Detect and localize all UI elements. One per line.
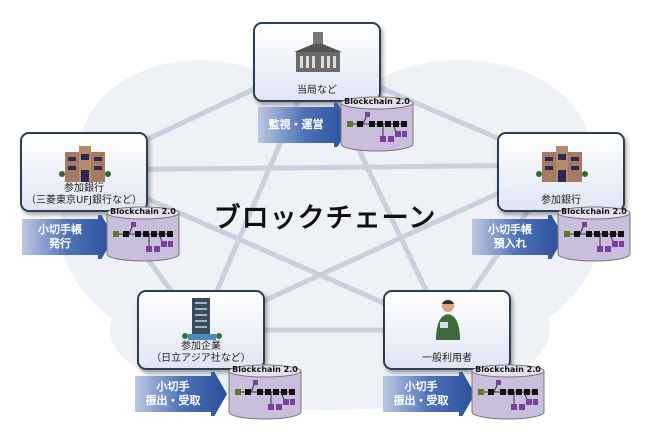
blockchain-label: Blockchain 2.0 (232, 365, 298, 374)
action-label-line: 振出・受取 (145, 394, 201, 407)
node-label: 一般利用者 (385, 353, 509, 365)
node-bank-right: 参加銀行 (497, 132, 625, 212)
action-label: 小切手振出・受取 (135, 372, 211, 416)
blockchain-icon (478, 380, 538, 410)
blockchain-icon (564, 222, 624, 252)
action-label: 小切手帳発行 (22, 215, 98, 259)
arrow-shape (135, 372, 227, 416)
action-label-line: 発行 (49, 237, 71, 250)
blockchain-ledger: Blockchain 2.0 (471, 364, 545, 420)
person-icon (436, 299, 460, 340)
blockchain-ledger: Blockchain 2.0 (106, 206, 180, 262)
arrow-shape (22, 215, 114, 259)
action-arrow: 小切手振出・受取 (135, 372, 227, 416)
node-label: 参加企業（日立アジア社など） (139, 341, 263, 365)
arrow-shape (258, 103, 350, 147)
diagram-title: ブロックチェーン (213, 203, 437, 234)
blockchain-icon (113, 222, 173, 252)
node-label: 参加銀行（三菱東京UFJ銀行など） (22, 183, 146, 207)
node-label-line: 一般利用者 (422, 353, 472, 364)
node-label-line: （日立アジア社など） (151, 353, 251, 364)
node-user: 一般利用者 (383, 290, 511, 370)
blockchain-label: Blockchain 2.0 (344, 97, 410, 106)
blockchain-ledger: Blockchain 2.0 (557, 206, 631, 262)
blockchain-icon (235, 380, 295, 410)
blockchain-ledger: Blockchain 2.0 (228, 364, 302, 420)
action-arrow: 監視・運営 (258, 103, 350, 147)
action-label: 小切手帳預入れ (472, 215, 548, 259)
bank-building-icon (59, 146, 111, 182)
action-label-line: 小切手帳 (38, 223, 82, 236)
node-label-line: 当局など (297, 85, 337, 96)
action-label-line: 預入れ (493, 237, 527, 250)
node-label: 当局など (255, 85, 379, 97)
action-label: 監視・運営 (258, 103, 334, 147)
action-label: 小切手振出・受取 (383, 372, 459, 416)
action-label-line: 小切手 (404, 380, 438, 393)
action-arrow: 小切手振出・受取 (383, 372, 475, 416)
action-label-line: 監視・運営 (268, 118, 324, 131)
blockchain-icon (347, 112, 407, 142)
action-arrow: 小切手帳預入れ (472, 215, 564, 259)
action-label-line: 小切手 (156, 380, 190, 393)
arrow-shape (383, 372, 475, 416)
blockchain-label: Blockchain 2.0 (110, 207, 176, 216)
node-label-line: 参加銀行 (64, 183, 104, 194)
node-authority: 当局など (253, 22, 381, 102)
action-label-line: 振出・受取 (393, 394, 449, 407)
blockchain-ledger: Blockchain 2.0 (340, 96, 414, 152)
arrow-shape (472, 215, 564, 259)
node-label-line: 参加銀行 (541, 195, 581, 206)
blockchain-label: Blockchain 2.0 (561, 207, 627, 216)
action-label-line: 小切手帳 (488, 223, 532, 236)
action-arrow: 小切手帳発行 (22, 215, 114, 259)
node-company: 参加企業（日立アジア社など） (137, 290, 265, 370)
government-building-icon (294, 32, 342, 72)
office-tower-icon (182, 298, 222, 340)
node-label-line: （三菱東京UFJ銀行など） (25, 195, 143, 206)
node-bank-left: 参加銀行（三菱東京UFJ銀行など） (20, 132, 148, 212)
node-label: 参加銀行 (499, 195, 623, 207)
bank-building-icon (536, 146, 588, 182)
node-label-line: 参加企業 (181, 341, 221, 352)
blockchain-label: Blockchain 2.0 (475, 365, 541, 374)
